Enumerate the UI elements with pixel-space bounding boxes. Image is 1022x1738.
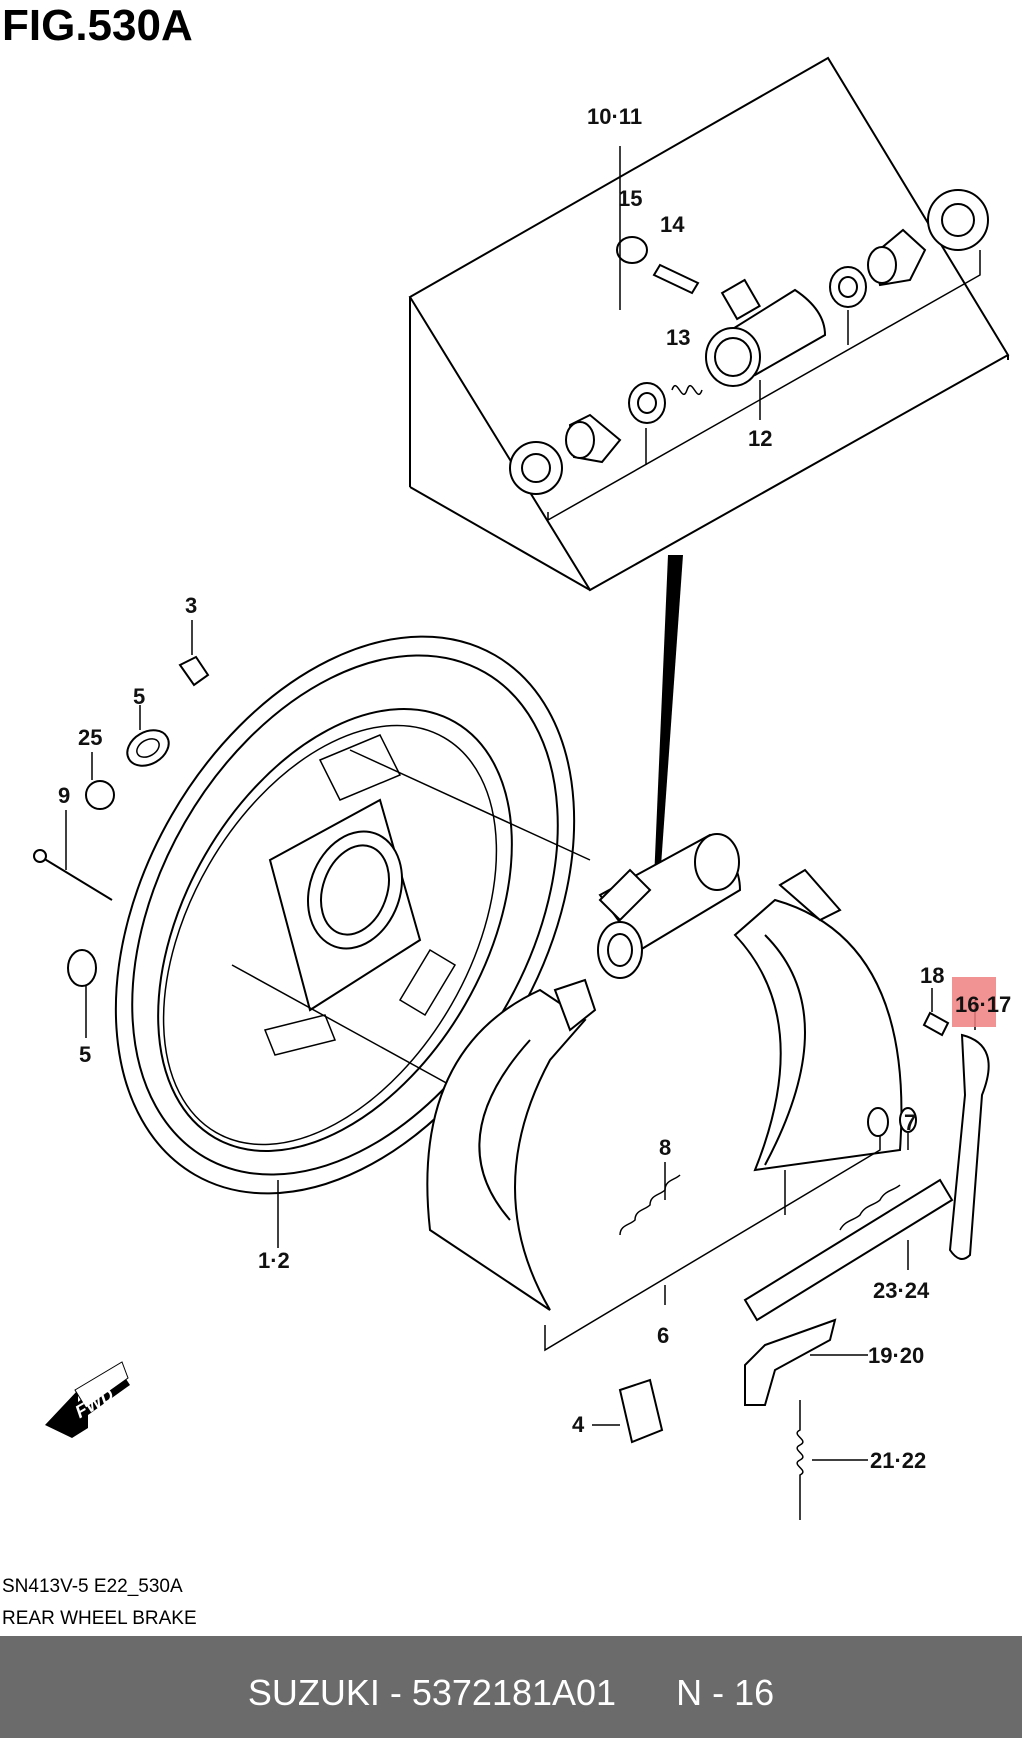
- footer-text: SUZUKI - 5372181A01 N - 16: [248, 1672, 774, 1713]
- small-parts: [33, 620, 990, 1520]
- callout-23-24: 23·24: [873, 1278, 930, 1303]
- wheel-cylinder-assembled: [597, 833, 742, 979]
- callout-1-2: 1·2: [258, 1248, 290, 1273]
- highlight-box: [952, 977, 996, 1027]
- callout-16-17: 16·17: [955, 992, 1011, 1017]
- callout-5-top: 5: [133, 684, 145, 709]
- callout-10-11: 10·11: [587, 104, 642, 129]
- backing-plate: [114, 635, 591, 1248]
- figure-title: FIG.530A: [2, 1, 193, 50]
- callout-4: 4: [572, 1412, 585, 1437]
- callout-5-bottom: 5: [79, 1042, 91, 1067]
- figure-code: SN413V-5 E22_530A: [2, 1576, 183, 1597]
- figure-name: REAR WHEEL BRAKE: [2, 1608, 197, 1629]
- footer-bar: [0, 1636, 1022, 1738]
- cylinder-parts: [509, 146, 989, 522]
- fwd-arrow: FWD: [45, 1361, 130, 1438]
- callout-12: 12: [748, 426, 772, 451]
- brake-shoe-right: [733, 868, 903, 1172]
- callout-15: 15: [618, 186, 642, 211]
- callout-25: 25: [78, 725, 102, 750]
- brake-shoe-left: [426, 978, 597, 1311]
- callout-8: 8: [659, 1135, 671, 1160]
- callout-13: 13: [666, 325, 690, 350]
- explode-arrow: [654, 555, 683, 880]
- callout-21-22: 21·22: [870, 1448, 926, 1473]
- callout-3: 3: [185, 593, 197, 618]
- callout-18: 18: [920, 963, 944, 988]
- callout-7: 7: [904, 1110, 916, 1135]
- callout-14: 14: [660, 212, 685, 237]
- callout-6: 6: [657, 1323, 669, 1348]
- callout-9: 9: [58, 783, 70, 808]
- callout-19-20: 19·20: [868, 1343, 924, 1368]
